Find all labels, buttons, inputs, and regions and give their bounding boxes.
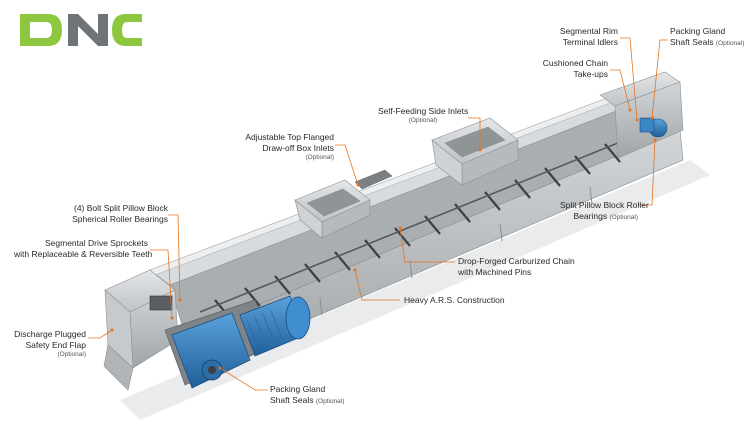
pillow-block-bearing (149, 295, 173, 311)
callout-packing-gland-bottom: Packing Gland Shaft Seals (Optional) (270, 384, 345, 405)
callout-split-pillow: Split Pillow Block Roller Bearings (Opti… (560, 200, 649, 221)
ground-shadow (120, 160, 710, 420)
callout-segmental-rim: Segmental Rim Terminal Idlers (559, 26, 618, 47)
drag-chain (199, 129, 651, 313)
drive-unit (164, 295, 311, 389)
callout-discharge: Discharge Plugged Safety End Flap (Optio… (14, 329, 86, 358)
callout-heavy-ars: Heavy A.R.S. Construction (404, 295, 505, 305)
tail-bearing (639, 117, 668, 138)
discharge-flap (103, 344, 134, 391)
gearbox (171, 312, 251, 389)
chain-flights (214, 143, 621, 319)
slide-gate (354, 169, 393, 190)
motor-fan-cover (285, 296, 311, 340)
leader-lines (88, 37, 668, 391)
callout-drop-forged: Drop-Forged Carburized Chain with Machin… (458, 256, 575, 277)
callout-cushioned-chain: Cushioned Chain Take-ups (542, 58, 608, 79)
callout-self-feeding: Self-Feeding Side Inlets (Optional) (378, 106, 469, 124)
leader-dots (110, 108, 657, 370)
callout-packing-gland-top: Packing Gland Shaft Seals (Optional) (670, 26, 745, 47)
side-inlet (431, 117, 519, 186)
callout-bolt-split: (4) Bolt Split Pillow Block Spherical Ro… (72, 203, 168, 224)
draw-off-inlet (294, 179, 371, 239)
callout-segmental-drive: Segmental Drive Sprockets with Replaceab… (14, 238, 153, 259)
callout-adjustable-top: Adjustable Top Flanged Draw-off Box Inle… (245, 132, 334, 161)
dnc-logo (20, 14, 142, 46)
